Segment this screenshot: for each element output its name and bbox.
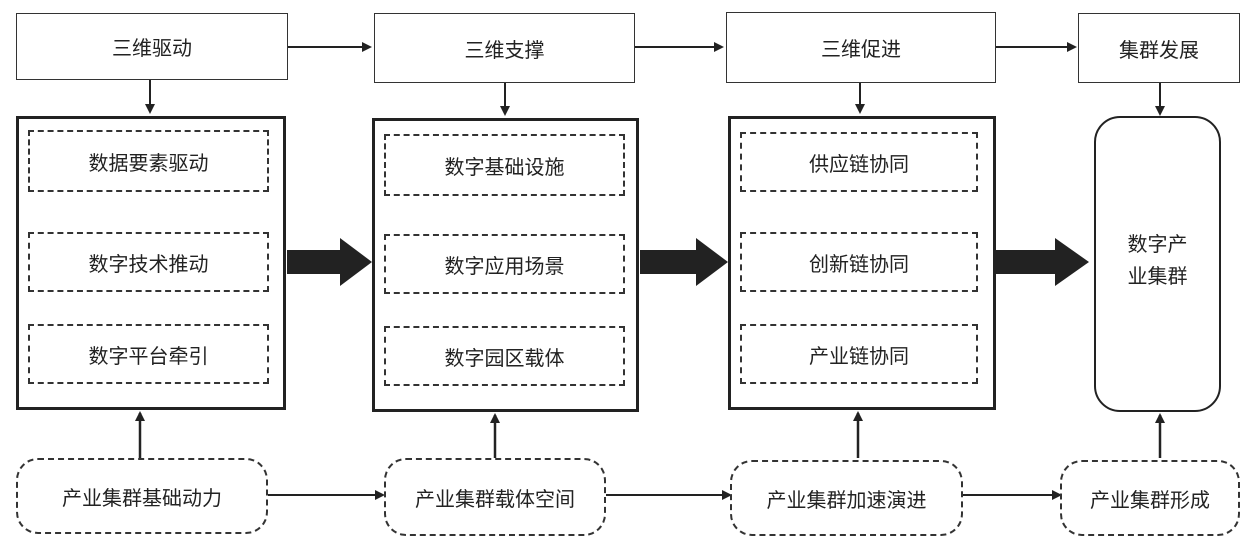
top-box-label: 三维支撑 xyxy=(464,37,545,62)
inner-item: 创新链协同 xyxy=(740,232,978,292)
inner-item: 数字平台牵引 xyxy=(28,324,269,384)
inner-item: 数据要素驱动 xyxy=(28,130,269,192)
block-arrow-2 xyxy=(640,238,728,286)
inner-item: 产业链协同 xyxy=(740,324,978,384)
cluster-label-line2: 业集群 xyxy=(1127,264,1188,288)
bottom-box-foundation-power: 产业集群基础动力 xyxy=(16,458,268,534)
inner-item: 数字基础设施 xyxy=(384,134,625,196)
block-arrow-3 xyxy=(996,238,1089,286)
group-box-drive xyxy=(16,116,286,410)
inner-item: 数字园区载体 xyxy=(384,326,625,386)
top-box-jiqun-fazhan: 集群发展 xyxy=(1078,13,1240,83)
block-arrow-1 xyxy=(287,238,372,286)
top-box-sanwei-zhicheng: 三维支撑 xyxy=(374,13,635,83)
group-box-support xyxy=(372,118,639,412)
top-box-label: 三维促进 xyxy=(821,37,901,61)
inner-item: 数字应用场景 xyxy=(384,234,625,294)
digital-industry-cluster-box: 数字产 业集群 xyxy=(1094,116,1221,412)
bottom-box-accelerated-evolution: 产业集群加速演进 xyxy=(730,460,963,536)
bottom-box-carrier-space: 产业集群载体空间 xyxy=(384,458,606,536)
cluster-label-line1: 数字产 xyxy=(1127,232,1188,256)
inner-item: 供应链协同 xyxy=(740,132,978,192)
top-box-sanwei-qudong: 三维驱动 xyxy=(16,13,288,80)
top-box-label: 三维驱动 xyxy=(112,36,192,60)
top-box-sanwei-cujin: 三维促进 xyxy=(726,12,996,83)
top-box-label: 集群发展 xyxy=(1119,37,1199,62)
group-box-promote xyxy=(728,116,996,410)
inner-item: 数字技术推动 xyxy=(28,232,269,292)
bottom-box-cluster-formation: 产业集群形成 xyxy=(1060,460,1240,536)
